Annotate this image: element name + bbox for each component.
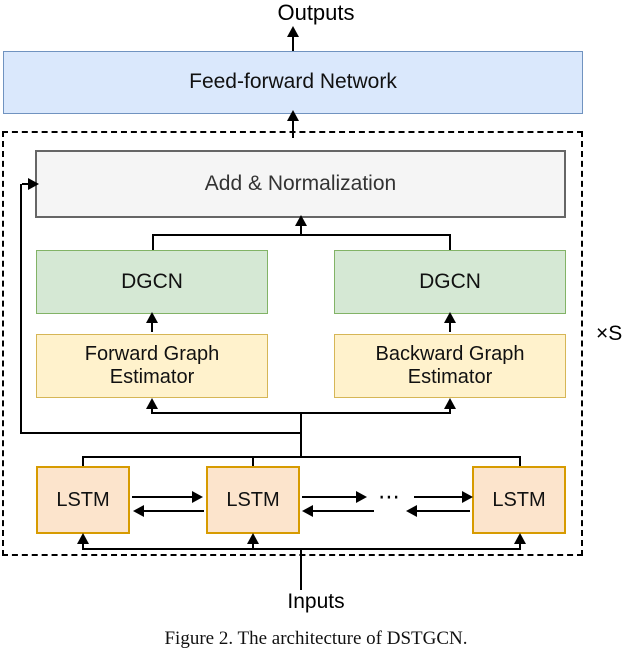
arrow-bwd-est-to-dgcn-shaft <box>449 318 451 332</box>
dgcn-right-label: DGCN <box>419 269 481 293</box>
arrow-fwd-est-to-dgcn-head <box>146 312 158 323</box>
dgcn-merge-to-addnorm-head <box>295 215 307 226</box>
forward-graph-estimator-label: Forward Graph Estimator <box>84 343 220 388</box>
arrow-block-to-ffn-head <box>287 110 299 121</box>
arrow-lstmn-to-ellipsis-shaft <box>414 510 470 512</box>
arrow-ellipsis-to-lstm2-shaft <box>310 510 374 512</box>
lstm-box-1[interactable]: LSTM <box>36 466 130 534</box>
arrow-ffn-to-outputs-shaft <box>292 34 294 52</box>
lstm-output-rail <box>82 456 520 458</box>
lstm-ellipsis: ⋯ <box>378 484 402 509</box>
lstm-label-1: LSTM <box>56 488 110 511</box>
residual-connection-horizontal <box>20 432 300 434</box>
lstm-label-2: LSTM <box>226 488 280 511</box>
arrow-lstm2-to-lstm1-shaft <box>142 510 204 512</box>
dgcn-merge-to-addnorm-shaft <box>300 222 302 236</box>
arrow-ffn-to-outputs-head <box>287 26 299 37</box>
arrow-bwd-est-to-dgcn-head <box>444 312 456 323</box>
arrow-lstm2-to-lstm1-head <box>133 505 144 517</box>
dgcn-left-box[interactable]: DGCN <box>36 250 268 314</box>
feed-forward-network-label: Feed-forward Network <box>189 70 397 94</box>
repeated-stage-container <box>2 131 583 556</box>
estimator-feed-right-riser <box>449 404 451 414</box>
arrow-block-to-ffn-shaft <box>292 116 294 138</box>
residual-connection-vertical <box>20 184 22 434</box>
arrow-lstmn-to-ellipsis-head <box>406 505 417 517</box>
dgcn-right-riser <box>449 234 451 250</box>
lstm-box-n[interactable]: LSTM <box>472 466 566 534</box>
forward-graph-estimator-box[interactable]: Forward Graph Estimator <box>36 334 268 398</box>
input-riser-1 <box>82 540 84 550</box>
lstm-box-2[interactable]: LSTM <box>206 466 300 534</box>
arrow-lstm1-to-lstm2-head <box>192 491 203 503</box>
lstm-output-riser-2 <box>252 456 254 468</box>
arrow-fwd-est-to-dgcn-shaft <box>151 318 153 332</box>
residual-connection-arrowhead <box>28 178 39 190</box>
feed-forward-network-box[interactable]: Feed-forward Network <box>3 51 583 114</box>
lstm-output-trunk <box>300 412 302 458</box>
arrow-lstm2-to-ellipsis-head <box>356 491 367 503</box>
input-riser-2 <box>252 540 254 550</box>
arrow-ellipsis-to-lstmn-shaft <box>414 496 468 498</box>
add-normalization-label: Add & Normalization <box>204 171 397 195</box>
arrow-to-bwd-estimator-head <box>444 398 456 409</box>
dgcn-left-label: DGCN <box>121 269 183 293</box>
arrow-input-to-lstmn-head <box>514 533 526 544</box>
add-normalization-box[interactable]: Add & Normalization <box>35 150 566 218</box>
dgcn-right-box[interactable]: DGCN <box>334 250 566 314</box>
arrow-lstm1-to-lstm2-shaft <box>132 496 198 498</box>
backward-graph-estimator-label: Backward Graph Estimator <box>375 343 525 388</box>
dgcn-left-riser <box>152 234 154 250</box>
lstm-output-riser-1 <box>82 456 84 468</box>
backward-graph-estimator-box[interactable]: Backward Graph Estimator <box>334 334 566 398</box>
arrow-input-to-lstm1-head <box>77 533 89 544</box>
arrow-ellipsis-to-lstm2-head <box>302 505 313 517</box>
arrow-lstm2-to-ellipsis-shaft <box>302 496 362 498</box>
lstm-output-riser-n <box>519 456 521 468</box>
repeat-count-label: ×S <box>596 322 623 345</box>
input-riser-n <box>519 540 521 550</box>
input-trunk <box>300 548 302 590</box>
inputs-label: Inputs <box>287 590 345 613</box>
arrow-input-to-lstm2-head <box>247 533 259 544</box>
arrow-ellipsis-to-lstmn-head <box>462 491 473 503</box>
outputs-label: Outputs <box>277 0 355 25</box>
lstm-label-n: LSTM <box>492 488 546 511</box>
arrow-to-fwd-estimator-head <box>146 398 158 409</box>
residual-connection-stub <box>22 183 31 185</box>
figure-caption: Figure 2. The architecture of DSTGCN. <box>164 628 468 649</box>
estimator-feed-left-riser <box>151 404 153 414</box>
